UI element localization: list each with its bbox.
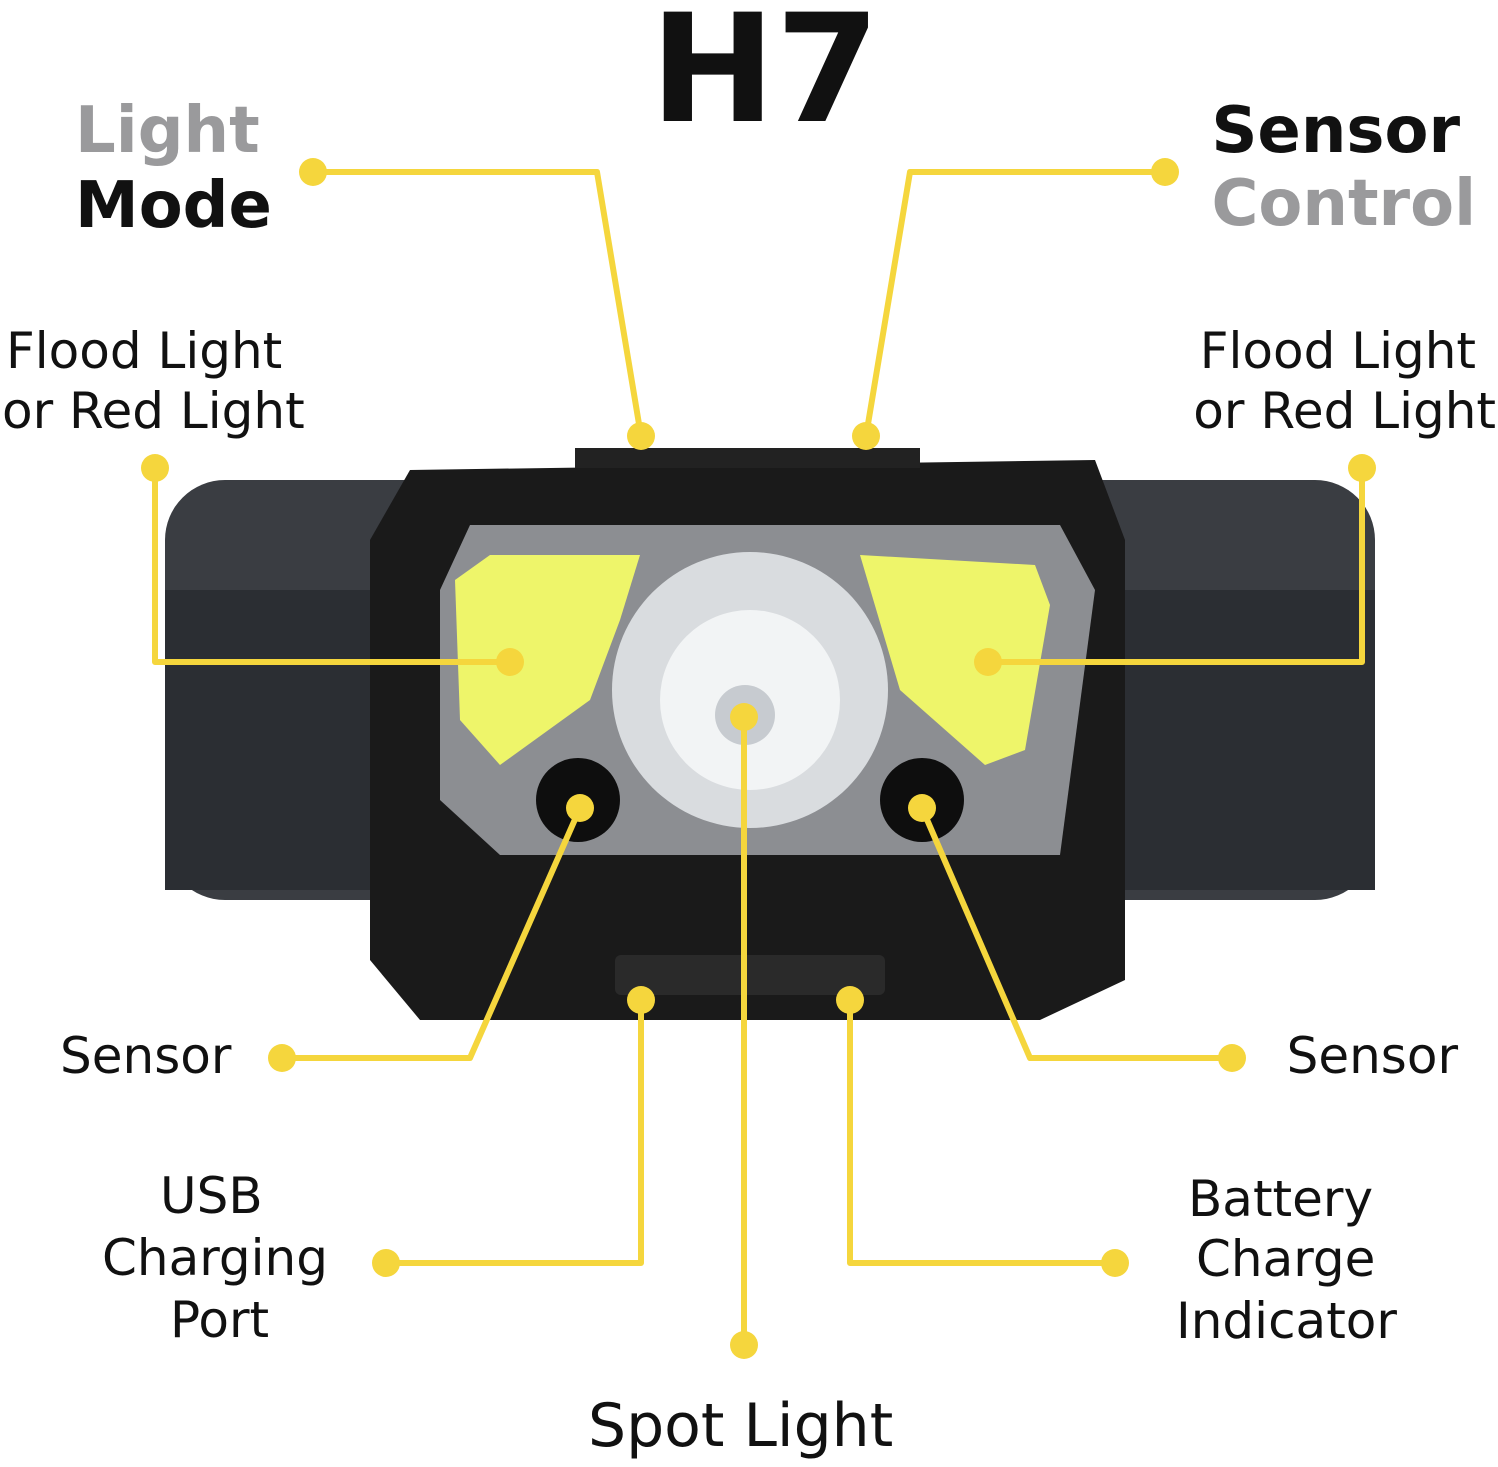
top-buttons <box>575 448 920 468</box>
battery-callout-line <box>847 1000 1115 1266</box>
battery-callout-dot <box>1101 1249 1129 1277</box>
sensor-control-label-line2: Control <box>1211 167 1476 241</box>
sensor-right-label: Sensor <box>1286 1027 1458 1085</box>
sensor-right-callout-dot <box>1218 1044 1246 1072</box>
battery-label-line1: Battery <box>1188 1170 1374 1228</box>
sensor-control-callout-dot <box>852 422 880 450</box>
sensor-left-callout-dot <box>566 794 594 822</box>
sensor-right-callout-dot <box>908 794 936 822</box>
spot-callout-dot <box>730 703 758 731</box>
battery-label-line2: Charge <box>1196 1230 1376 1288</box>
flood-led-right <box>860 555 1050 765</box>
sensor-left-callout-dot <box>268 1044 296 1072</box>
light-mode-label-line2: Mode <box>75 169 272 243</box>
spot-light-label: Spot Light <box>588 1391 894 1461</box>
usb-callout-line <box>386 1000 644 1266</box>
usb-port-cover <box>615 955 885 995</box>
spot-callout-dot <box>730 1331 758 1359</box>
flood-left-callout-dot <box>141 454 169 482</box>
light-mode-callout-line <box>313 169 644 437</box>
usb-label-line3: Port <box>170 1291 270 1349</box>
flood-left-label-line1: Flood Light <box>6 322 283 380</box>
flood-right-callout-dot <box>1348 454 1376 482</box>
flood-right-label-line1: Flood Light <box>1199 322 1476 380</box>
product-title: H7 <box>650 0 880 157</box>
flood-right-label-line2: or Red Light <box>1193 382 1496 440</box>
light-mode-label-line1: Light <box>75 94 260 168</box>
sensor-left-label: Sensor <box>60 1027 232 1085</box>
usb-callout-dot <box>372 1249 400 1277</box>
sensor-left-callout-line <box>282 806 583 1061</box>
sensor-control-callout-line <box>863 169 1165 437</box>
sensor-control-callout-dot <box>1151 158 1179 186</box>
flood-right-callout-line <box>988 468 1365 665</box>
usb-callout-dot <box>627 986 655 1014</box>
battery-label-line3: Indicator <box>1176 1292 1397 1350</box>
flood-right-callout-dot <box>974 648 1002 676</box>
light-mode-callout-dot <box>299 158 327 186</box>
usb-label-line1: USB <box>160 1167 263 1225</box>
light-mode-callout-dot <box>627 422 655 450</box>
flood-left-callout-dot <box>496 648 524 676</box>
sensor-control-label-line1: Sensor <box>1211 94 1460 168</box>
flood-left-label-line2: or Red Light <box>2 382 305 440</box>
battery-callout-dot <box>836 986 864 1014</box>
flood-left-callout-line <box>152 468 510 665</box>
sensor-right-callout-line <box>919 806 1232 1061</box>
flood-led-left <box>455 555 640 765</box>
usb-label-line2: Charging <box>102 1229 328 1287</box>
